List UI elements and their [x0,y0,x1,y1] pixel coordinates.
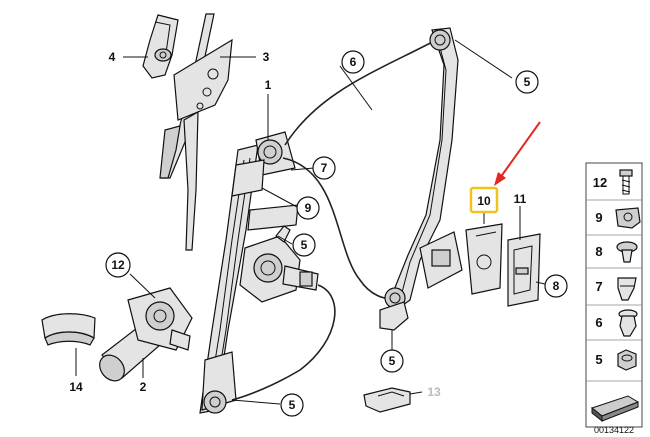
svg-text:5: 5 [389,354,396,368]
clip-icon [617,277,637,301]
reference-list: 12 9 8 7 [585,162,643,428]
svg-text:5: 5 [595,352,602,367]
callout-14: 14 [69,380,83,394]
regulator-motor-mounted [239,225,319,303]
callout-1: 1 [265,78,272,92]
svg-text:8: 8 [595,244,602,259]
document-id: 00134122 [594,425,634,435]
callout-6: 6 [341,50,365,74]
window-motor [99,287,193,382]
svg-text:1: 1 [265,78,272,92]
red-pointer-arrow [494,121,541,186]
svg-text:9: 9 [595,210,602,225]
hex-nut-icon [617,349,637,371]
callout-12: 12 [105,252,131,278]
mounting-plate-11 [507,233,541,307]
reference-row-12: 12 [593,169,633,195]
reference-row-5: 5 [595,349,637,371]
insulation-pad [41,313,96,346]
callout-2: 2 [140,380,147,394]
callout-3: 3 [263,50,270,64]
screw-icon [619,169,633,195]
svg-text:7: 7 [595,279,602,294]
cable-clip-icon [615,207,641,229]
svg-text:11: 11 [514,192,527,206]
svg-text:8: 8 [553,279,560,293]
callout-13: 13 [427,385,441,399]
svg-text:5: 5 [301,238,308,252]
callout-5-bottom-mid: 5 [380,349,404,373]
guide-rail [379,27,463,331]
callout-4: 4 [109,50,116,64]
svg-text:2: 2 [140,380,147,394]
callout-8: 8 [544,274,568,298]
svg-text:14: 14 [69,380,83,394]
svg-text:6: 6 [350,55,357,69]
svg-text:5: 5 [289,398,296,412]
push-clip-icon [618,309,638,337]
svg-text:4: 4 [109,50,116,64]
callout-5-mid: 5 [292,233,316,257]
reference-row-8: 8 [595,241,638,263]
svg-text:10: 10 [477,194,491,208]
window-regulator-rail [199,131,299,414]
svg-text:13: 13 [427,385,441,399]
reference-row-6: 6 [595,309,638,337]
svg-text:12: 12 [593,175,607,190]
svg-text:3: 3 [263,50,270,64]
leader-lines [75,39,546,405]
regulator-cables [231,37,441,401]
mirror-triangle-cover [142,14,179,79]
callout-5-top: 5 [515,70,539,94]
reference-row-7: 7 [595,277,637,301]
callout-7: 7 [312,156,336,180]
expanding-rivet-icon [616,241,638,263]
callout-5-bottom-left: 5 [280,393,304,417]
reference-row-9: 9 [595,207,641,229]
svg-text:9: 9 [305,201,312,215]
callout-10-highlighted: 10 [469,186,499,214]
svg-text:6: 6 [595,315,602,330]
pad-reference-icon [590,395,640,423]
bracket-13 [363,387,411,413]
callout-11: 11 [514,192,527,206]
svg-text:5: 5 [524,75,531,89]
callout-9: 9 [296,196,320,220]
svg-text:7: 7 [321,161,328,175]
window-guide-trim [159,13,233,251]
svg-text:12: 12 [111,258,125,272]
mounting-plate-10 [465,223,503,295]
